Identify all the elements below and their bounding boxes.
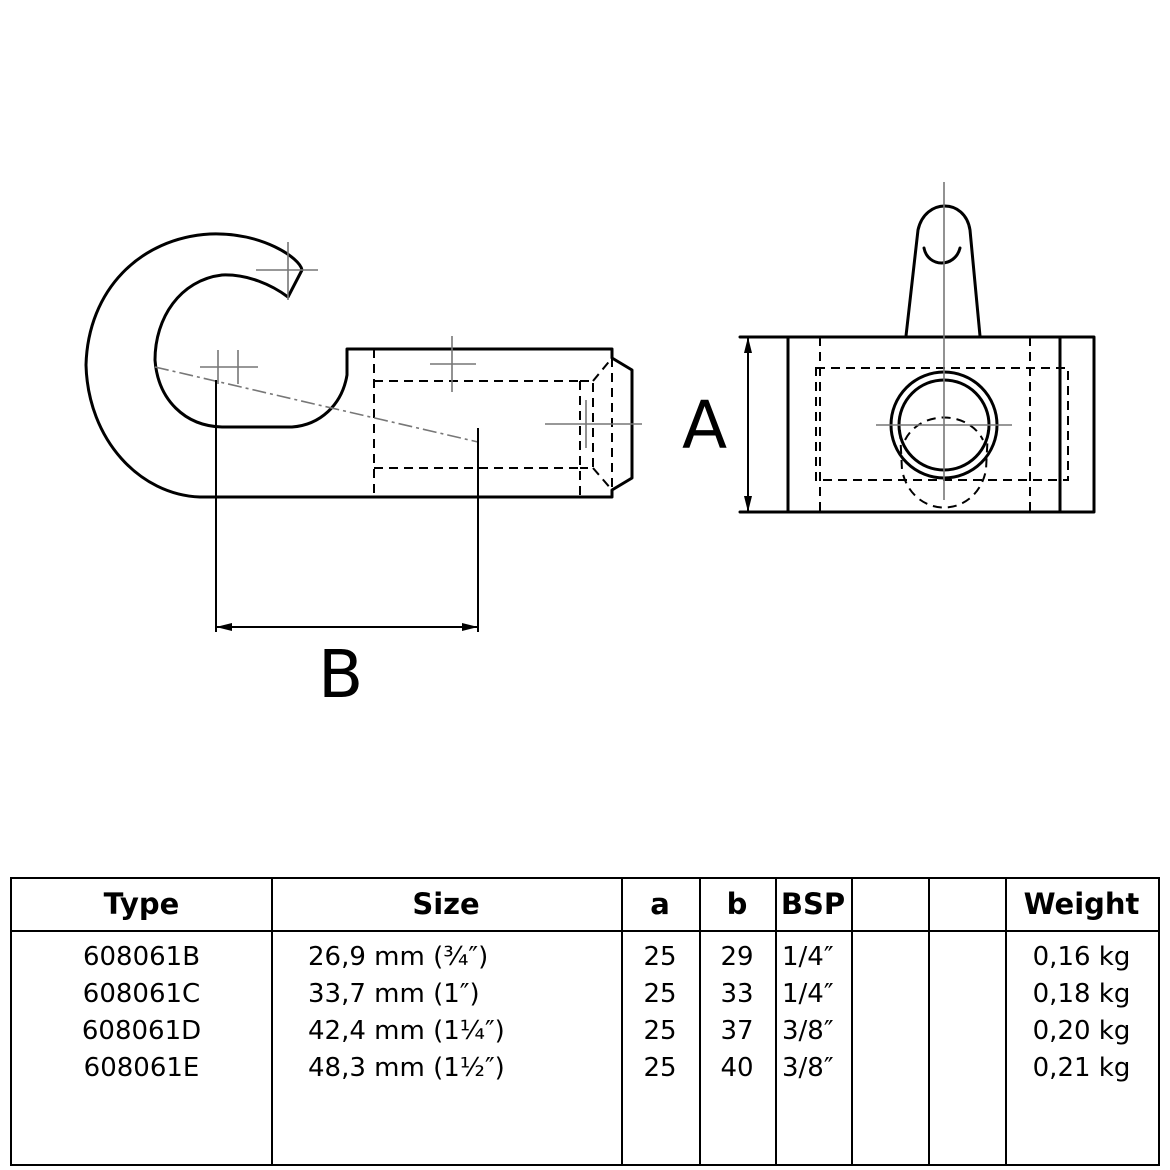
header-b: b	[726, 887, 748, 921]
header-size: Size	[412, 887, 480, 921]
cell-bsp: 1/4″	[782, 979, 834, 1009]
dimension-a-label: A	[682, 387, 727, 464]
cell-b: 29	[720, 942, 754, 972]
header-empty	[928, 879, 1005, 930]
cell-type: 608061B	[82, 942, 201, 972]
header-type: Type	[103, 887, 180, 921]
cell-type: 608061C	[82, 979, 201, 1009]
cell-a: 25	[643, 1016, 677, 1046]
cell-weight: 0,21 kg	[1032, 1053, 1131, 1083]
cell-size: 26,9 mm (¾″)	[308, 942, 489, 972]
dimension-b: B	[215, 380, 479, 713]
column-divider	[271, 879, 273, 1164]
header-a: a	[650, 887, 670, 921]
side-view-hook	[84, 232, 642, 499]
cell-a: 25	[643, 942, 677, 972]
cell-weight: 0,20 kg	[1032, 1016, 1131, 1046]
column-divider	[775, 879, 777, 1164]
technical-drawing: B A	[84, 182, 1096, 713]
cell-b: 40	[720, 1053, 754, 1083]
cell-bsp: 3/8″	[782, 1016, 834, 1046]
cell-size: 48,3 mm (1½″)	[308, 1053, 505, 1083]
cell-weight: 0,16 kg	[1032, 942, 1131, 972]
cell-a: 25	[643, 1053, 677, 1083]
cell-b: 33	[720, 979, 754, 1009]
end-view-fitting	[738, 182, 1096, 514]
cell-type: 608061D	[81, 1016, 202, 1046]
cell-b: 37	[720, 1016, 754, 1046]
column-divider	[928, 879, 930, 1164]
cell-size: 42,4 mm (1¼″)	[308, 1016, 505, 1046]
header-bsp: BSP	[780, 887, 846, 921]
dimension-a: A	[682, 337, 752, 512]
column-divider	[621, 879, 623, 1164]
column-divider	[851, 879, 853, 1164]
header-divider	[12, 930, 1158, 932]
cell-weight: 0,18 kg	[1032, 979, 1131, 1009]
header-empty	[851, 879, 928, 930]
cell-type: 608061E	[83, 1053, 200, 1083]
dimension-b-label: B	[318, 636, 363, 713]
spec-table: Type Size a b BSP Weight 608061B 26,9 mm…	[10, 877, 1160, 1166]
column-divider	[1005, 879, 1007, 1164]
cell-a: 25	[643, 979, 677, 1009]
column-divider	[699, 879, 701, 1164]
cell-bsp: 3/8″	[782, 1053, 834, 1083]
cell-size: 33,7 mm (1″)	[308, 979, 480, 1009]
cell-bsp: 1/4″	[782, 942, 834, 972]
header-weight: Weight	[1023, 887, 1140, 921]
